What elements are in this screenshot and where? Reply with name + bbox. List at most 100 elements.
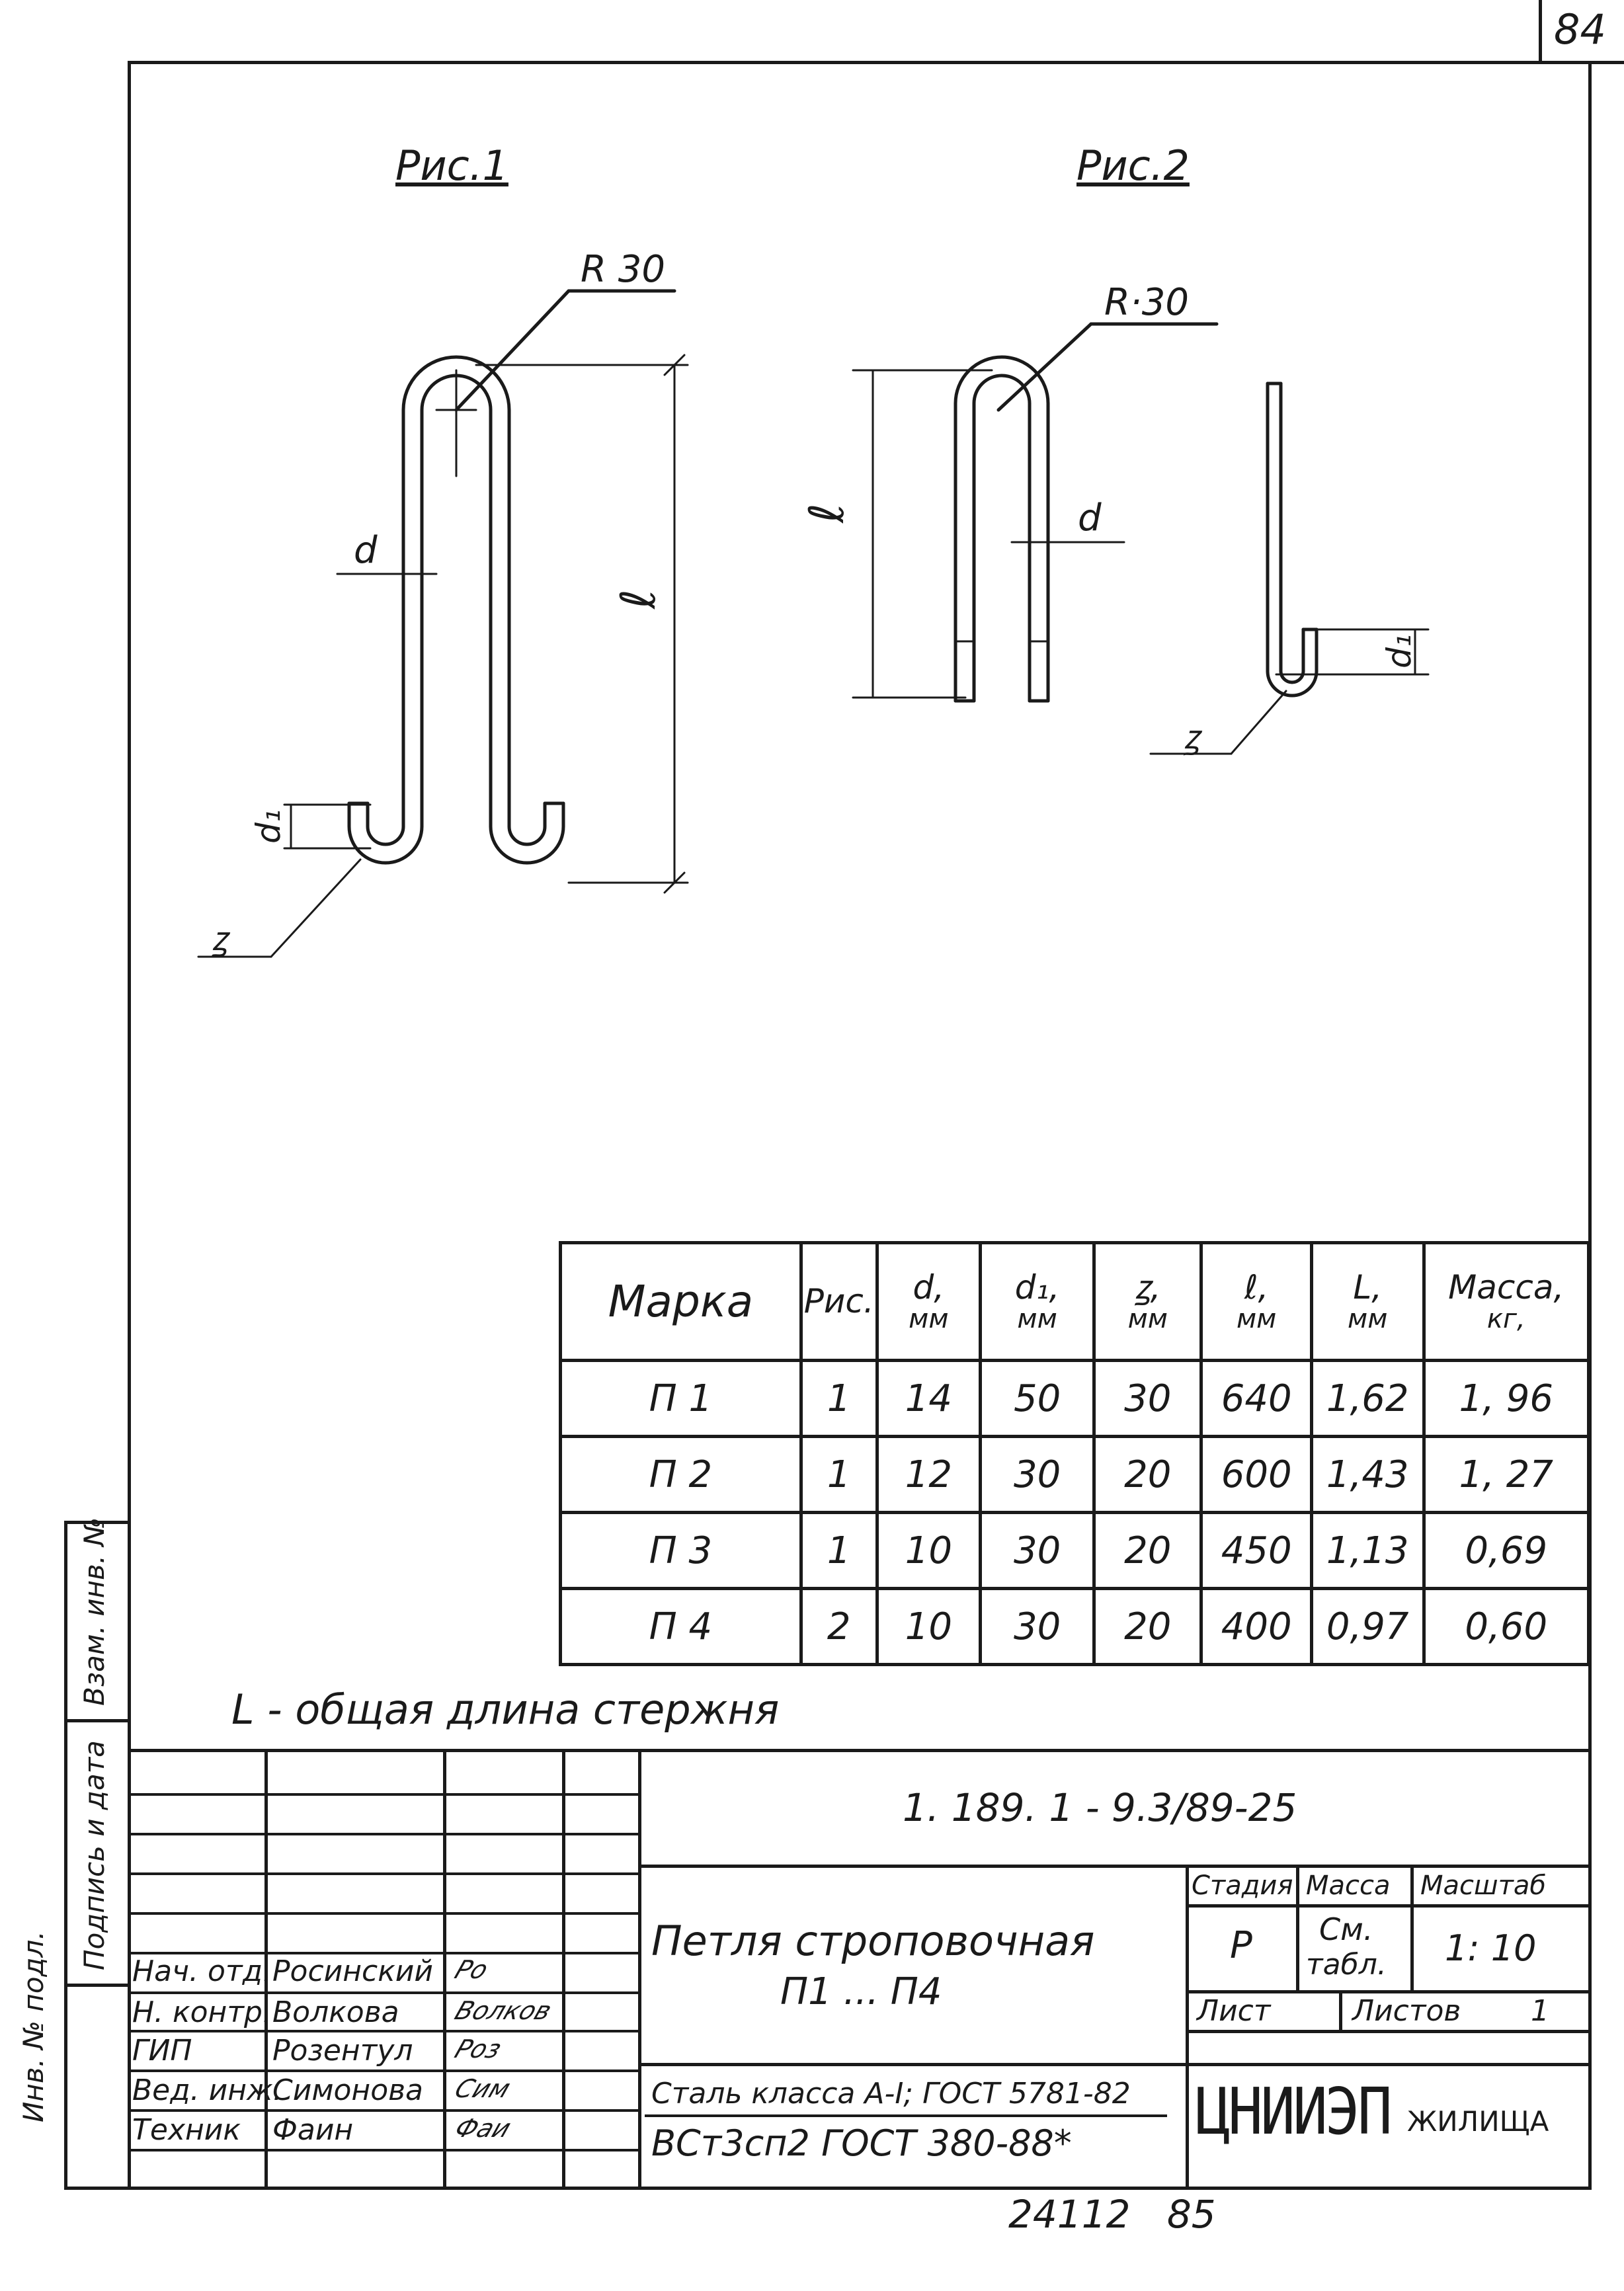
fig1-hook-right-inner <box>507 801 547 846</box>
tb-left-row2 <box>128 1833 638 1835</box>
name-nach-otd: Росинский <box>272 1954 433 1988</box>
cell-fig: 1 <box>799 1511 879 1590</box>
sheets-label: Листов <box>1352 1994 1461 2028</box>
cell-d: 10 <box>875 1511 983 1590</box>
margin-label-inv-podl: Инв. № подл. <box>17 1931 50 2122</box>
cell-fig: 1 <box>799 1359 879 1438</box>
tb-scale-col <box>1410 1865 1414 1990</box>
cell-l: 640 <box>1199 1359 1313 1438</box>
tb-left-row8 <box>128 2070 638 2072</box>
material-line2: ВСт3сп2 ГОСТ 380-88* <box>651 2122 1072 2164</box>
role-gip: ГИП <box>132 2034 192 2068</box>
name-ved-inzh: Симонова <box>272 2073 424 2107</box>
table-row: П 2 1 12 30 20 600 1,43 1, 27 <box>559 1435 1591 1514</box>
cell-d: 14 <box>875 1359 983 1438</box>
tb-left-row9 <box>128 2109 638 2112</box>
spec-table-header: Марка Рис. d,мм d₁,мм ꙁ,мм ℓ,мм L,мм Мас… <box>559 1241 1591 1362</box>
fig1-radius-label: R 30 <box>581 248 665 291</box>
header-marka: Марка <box>559 1241 803 1362</box>
cell-r: 20 <box>1092 1587 1203 1666</box>
sheet-number: 84 <box>1554 5 1606 54</box>
cell-r: 20 <box>1092 1435 1203 1514</box>
tb-mass-col <box>1296 1865 1299 1990</box>
sign-nach-otd: Ро <box>450 1955 493 1984</box>
cell-marka: П 3 <box>559 1511 803 1590</box>
tb-left-row1 <box>128 1793 638 1796</box>
material-line1: Сталь класса А-I; ГОСТ 5781-82 <box>651 2077 1131 2110</box>
material-underline <box>645 2114 1167 2117</box>
fig1-loop-outer <box>401 355 511 828</box>
tb-stage-values-bottom <box>1186 1990 1592 1993</box>
mass-label: Масса <box>1306 1870 1391 1901</box>
footer-number: 24112 85 <box>1008 2192 1216 2237</box>
cell-l: 400 <box>1199 1587 1313 1666</box>
frame-top <box>128 61 1624 64</box>
frame-bottom <box>64 2187 1592 2190</box>
tb-sheets-col <box>1339 1990 1342 2033</box>
sign-tekhnik: Фаи <box>450 2114 515 2143</box>
fig2-dim-d1: d₁ <box>1379 634 1418 668</box>
fig1-hook-left-inner <box>366 801 405 846</box>
tb-left-row6 <box>128 1991 638 1994</box>
cell-L: 1,43 <box>1309 1435 1426 1514</box>
tb-col-main-left <box>638 1749 641 2190</box>
name-n-kontr: Волкова <box>272 1995 399 2029</box>
margin-label-vzam: Взам. инв. № <box>78 1517 110 1706</box>
fig2-bar-inner <box>1279 382 1305 684</box>
fig2-radius-label: R·30 <box>1104 281 1189 324</box>
sheet-label: Лист <box>1197 1994 1271 2028</box>
role-n-kontr: Н. контр. <box>132 1995 272 2029</box>
table-row: П 4 2 10 30 20 400 0,97 0,60 <box>559 1587 1591 1666</box>
doc-title-line2: П1 ... П4 <box>780 1970 942 2013</box>
fig2-dim-r: ꙁ <box>1184 718 1199 756</box>
cell-d: 12 <box>875 1435 983 1514</box>
tb-left-row4 <box>128 1912 638 1915</box>
tb-left-col3 <box>562 1749 565 2190</box>
role-tekhnik: Техник <box>132 2113 241 2147</box>
org-logo: ЦНИИЭП <box>1196 2073 1393 2150</box>
loop-drawings <box>197 289 1430 958</box>
frame-left <box>128 61 131 2190</box>
cell-fig: 2 <box>799 1587 879 1666</box>
margin-strip-left <box>64 1521 67 2190</box>
name-tekhnik: Фаин <box>272 2113 354 2147</box>
tb-left-row5 <box>128 1952 638 1954</box>
margin-strip-div1 <box>64 1521 130 1524</box>
tb-stage-header-bottom <box>1186 1904 1592 1908</box>
length-note: L - общая длина стержня <box>231 1685 780 1734</box>
cell-d1: 30 <box>978 1511 1096 1590</box>
fig1-dim-d1: d₁ <box>249 809 288 844</box>
fig2-dim-d: d <box>1078 497 1102 540</box>
cell-r: 20 <box>1092 1511 1203 1590</box>
header-r: ꙁ,мм <box>1092 1241 1203 1362</box>
sheet-number-box-left <box>1539 0 1542 61</box>
tb-sheet-bottom <box>1186 2030 1592 2033</box>
header-l: ℓ,мм <box>1199 1241 1313 1362</box>
header-fig: Рис. <box>799 1241 879 1362</box>
cell-l: 600 <box>1199 1435 1313 1514</box>
cell-d1: 50 <box>978 1359 1096 1438</box>
tb-stage-col <box>1186 1865 1189 2190</box>
cell-fig: 1 <box>799 1435 879 1514</box>
fig2-bar-outer <box>1266 382 1319 698</box>
fig1-dim-l: ℓ <box>610 589 666 609</box>
margin-strip-div3 <box>64 1984 130 1987</box>
margin-label-podpis: Подпись и дата <box>78 1740 110 1970</box>
tb-left-row10 <box>128 2149 638 2151</box>
cell-mass: 1, 96 <box>1422 1359 1591 1438</box>
cell-mass: 1, 27 <box>1422 1435 1591 1514</box>
fig1-title: Рис.1 <box>395 141 508 190</box>
cell-d1: 30 <box>978 1587 1096 1666</box>
mass-value-1: См. <box>1319 1911 1373 1947</box>
stage-label: Стадия <box>1192 1870 1293 1901</box>
tb-left-row7 <box>128 2030 638 2032</box>
scale-label: Масштаб <box>1420 1870 1547 1901</box>
tb-top <box>128 1749 1592 1752</box>
tb-left-col1 <box>264 1749 268 2190</box>
frame-right <box>1588 61 1592 2190</box>
cell-L: 1,13 <box>1309 1511 1426 1590</box>
cell-L: 0,97 <box>1309 1587 1426 1666</box>
cell-d: 10 <box>875 1587 983 1666</box>
header-d: d,мм <box>875 1241 983 1362</box>
spec-table: Марка Рис. d,мм d₁,мм ꙁ,мм ℓ,мм L,мм Мас… <box>559 1241 1591 1666</box>
